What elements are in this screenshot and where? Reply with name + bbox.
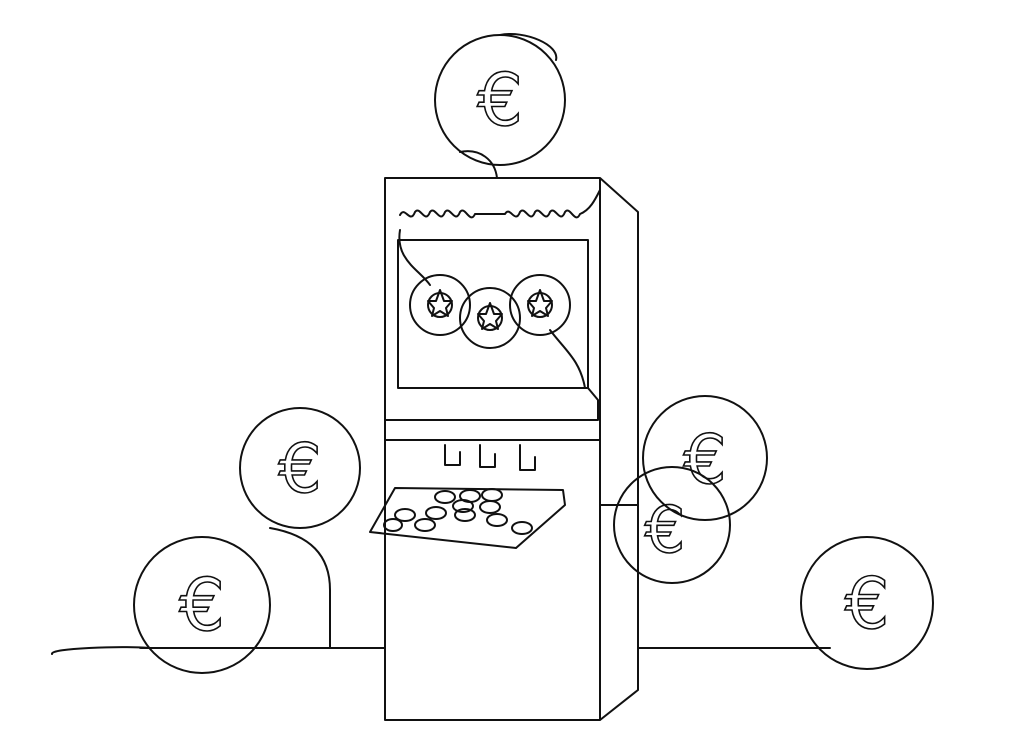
cabinet-upper — [384, 177, 639, 721]
euro-symbol: € — [179, 563, 225, 647]
ground-line — [50, 527, 831, 655]
button-panel — [369, 487, 566, 549]
marquee-scribble — [399, 189, 601, 219]
euro-symbol: € — [845, 563, 890, 645]
coin-slots — [444, 444, 536, 471]
euro-symbol: € — [278, 430, 321, 509]
coin-far-right: € — [800, 536, 934, 670]
reels — [409, 274, 571, 349]
slot-machine — [369, 177, 639, 721]
coin-right-upper: € — [642, 395, 768, 521]
coin-left-upper: € — [239, 407, 361, 529]
euro-symbol: € — [477, 58, 523, 142]
screen — [397, 239, 589, 389]
coin-right-lower: € — [613, 466, 731, 584]
coin-left-lower: € — [133, 536, 271, 674]
euro-symbol: € — [683, 421, 726, 500]
coin-top: € — [434, 33, 566, 179]
